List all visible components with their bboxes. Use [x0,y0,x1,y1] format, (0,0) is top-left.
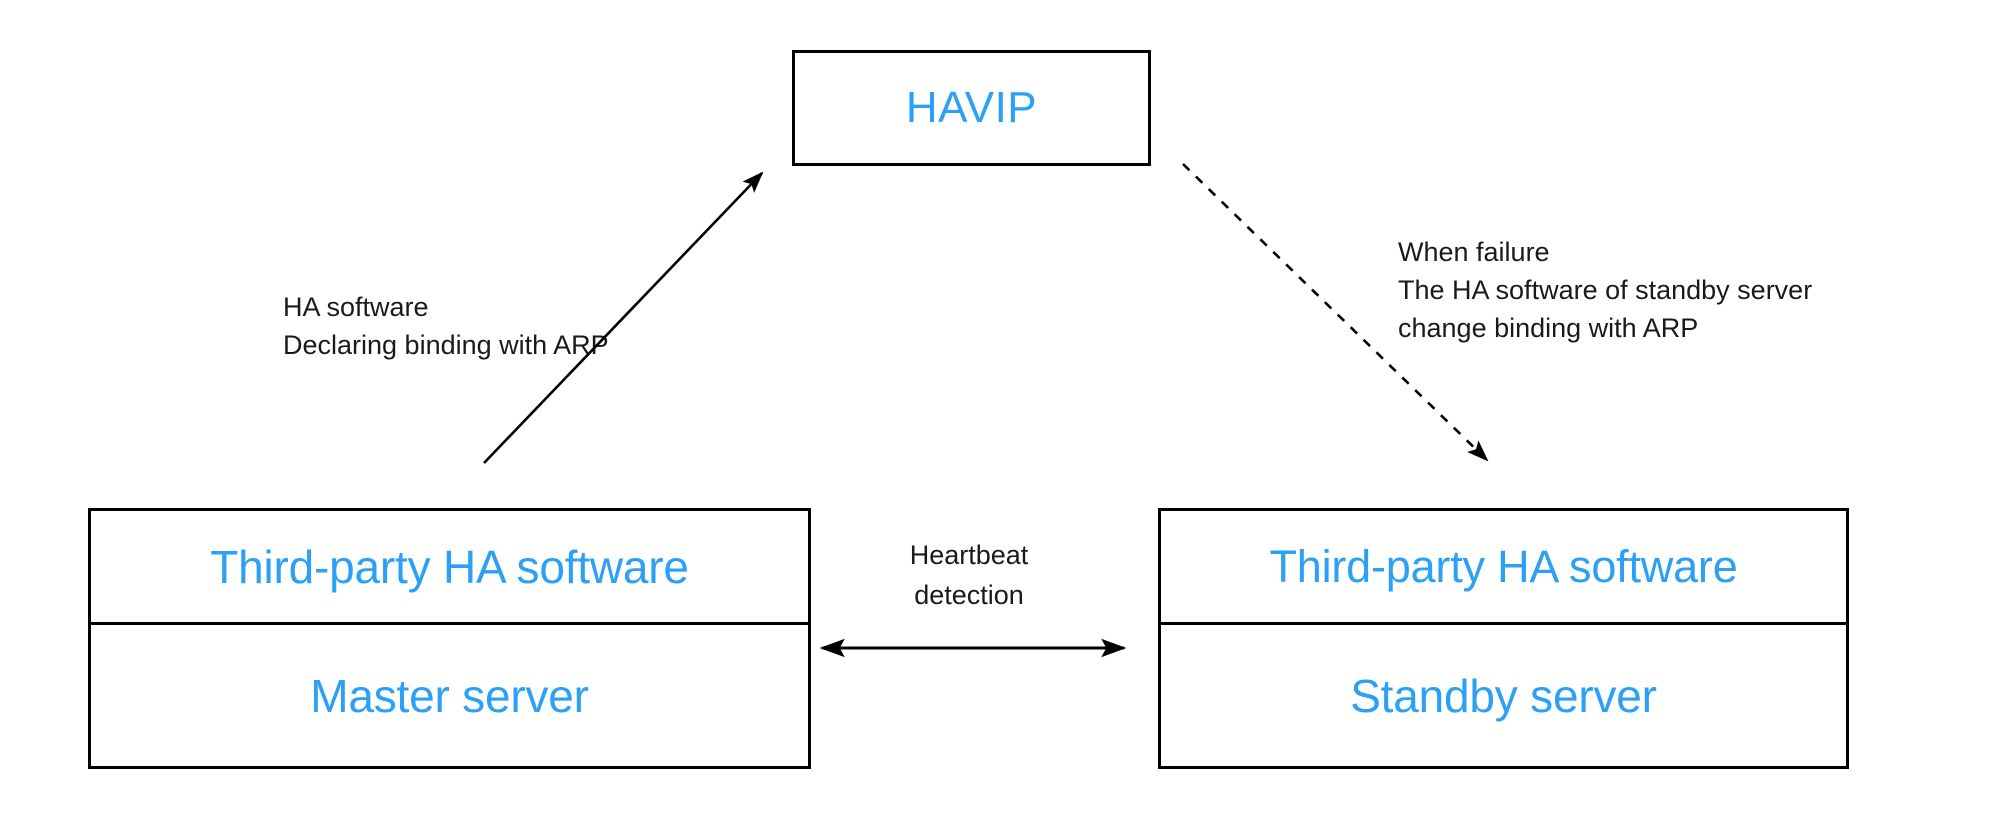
master-ha-software-label: Third-party HA software [210,540,689,593]
havip-label: HAVIP [905,83,1038,132]
standby-server-node: Third-party HA software Standby server [1158,508,1849,769]
standby-node-divider [1161,622,1846,625]
master-node-divider [91,622,808,625]
standby-server-label: Standby server [1350,669,1657,722]
failover-caption: When failure The HA software of standby … [1398,237,1813,343]
master-server-label: Master server [310,669,589,722]
heartbeat-detection-caption: Heartbeat detection [909,540,1029,610]
master-binding-caption: HA software Declaring binding with ARP [283,292,609,360]
havip-node: HAVIP [792,50,1151,166]
standby-ha-software-label: Third-party HA software [1269,540,1738,592]
master-server-node: Third-party HA software Master server [88,508,811,769]
